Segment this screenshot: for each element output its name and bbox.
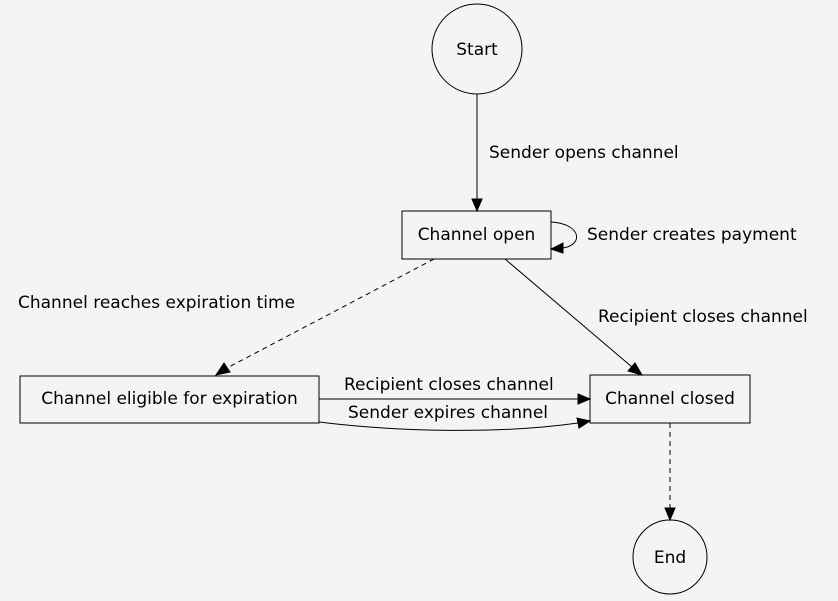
edge-reaches-expiration: Channel reaches expiration time [18, 258, 435, 376]
node-start-label: Start [456, 40, 498, 60]
edge-sender-creates-payment: Sender creates payment [549, 221, 797, 254]
edge-sender-creates-payment-label: Sender creates payment [587, 225, 797, 245]
edge-recipient-closes-from-eligible: Recipient closes channel [319, 375, 592, 405]
edge-recipient-closes-from-open-line [504, 258, 633, 368]
edge-closed-to-end-arrow [664, 507, 676, 522]
edge-recipient-closes-from-open-arrow [627, 362, 644, 376]
edge-sender-opens: Sender opens channel [471, 94, 679, 213]
node-channel-closed-label: Channel closed [605, 389, 735, 409]
node-end-label: End [654, 548, 686, 568]
edge-reaches-expiration-label: Channel reaches expiration time [18, 293, 295, 313]
edge-recipient-closes-from-open-label: Recipient closes channel [598, 307, 808, 327]
edge-recipient-closes-from-eligible-label: Recipient closes channel [344, 375, 554, 395]
edge-sender-opens-arrow [471, 198, 483, 213]
node-channel-eligible-label: Channel eligible for expiration [41, 389, 297, 409]
edge-reaches-expiration-arrow [214, 362, 231, 376]
edge-sender-creates-payment-arrow [549, 242, 564, 254]
edge-recipient-closes-from-open: Recipient closes channel [504, 258, 808, 376]
node-channel-eligible: Channel eligible for expiration [19, 375, 320, 424]
node-channel-closed: Channel closed [589, 374, 751, 424]
node-start: Start [431, 3, 523, 95]
edge-closed-to-end [664, 423, 676, 522]
edge-sender-expires-line [318, 421, 579, 431]
edge-reaches-expiration-line [226, 258, 435, 369]
edge-sender-expires-arrow [576, 417, 592, 429]
edge-sender-expires-label: Sender expires channel [348, 403, 548, 423]
node-channel-open: Channel open [401, 210, 552, 260]
edge-recipient-closes-from-eligible-arrow [577, 393, 592, 405]
node-channel-open-label: Channel open [418, 225, 536, 245]
edge-sender-opens-label: Sender opens channel [489, 143, 679, 163]
edge-sender-expires: Sender expires channel [318, 403, 592, 431]
edge-sender-creates-payment-line [550, 221, 578, 249]
node-end: End [632, 519, 708, 595]
